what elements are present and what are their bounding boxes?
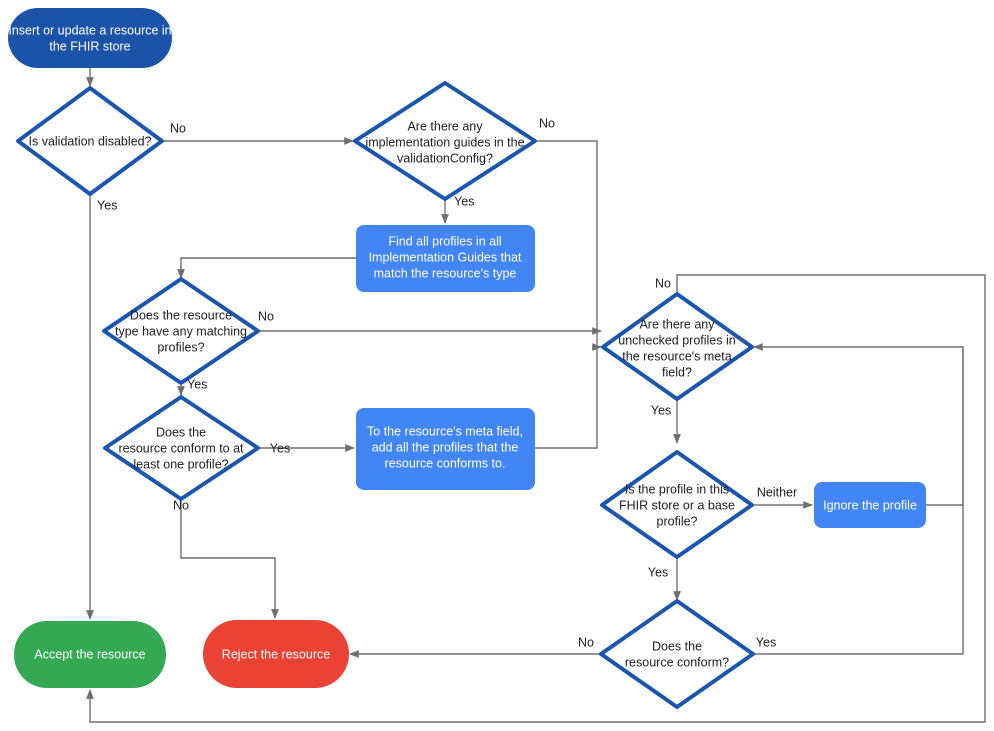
edge-label-conform-one-yes: Yes	[270, 441, 290, 455]
node-add-profiles-meta-line-1: To the resource's meta field,	[367, 424, 523, 438]
node-start-line-1: Insert or update a resource in	[8, 23, 171, 37]
edge-ignore-to-unchecked	[753, 343, 964, 506]
node-unchecked-profiles-shape	[601, 292, 754, 401]
node-implementation-guides-shape	[353, 81, 537, 201]
edge-label-validation-yes: Yes	[97, 198, 117, 212]
node-ignore-profile[interactable]: Ignore the profile	[814, 482, 926, 528]
node-validation-disabled-shape	[16, 86, 164, 196]
node-find-profiles-line-3: match the resource's type	[374, 266, 517, 280]
edge-label-unchecked-yes: Yes	[651, 403, 671, 417]
node-find-profiles-shape	[356, 225, 535, 292]
edge-label-profile-in-store-yes: Yes	[648, 565, 668, 579]
node-matching-profiles-line-3: profiles?	[157, 340, 204, 354]
edge-label-validation-no: No	[170, 121, 186, 135]
node-implementation-guides-line-3: validationConfig?	[397, 151, 493, 165]
node-start-shape	[8, 8, 172, 68]
node-validation-disabled[interactable]: Is validation disabled?	[16, 86, 164, 196]
node-add-profiles-meta-line-2: add all the profiles that the	[372, 440, 519, 454]
node-accept-label: Accept the resource	[34, 647, 145, 661]
node-matching-profiles-line-2: type have any matching	[115, 324, 247, 338]
node-unchecked-profiles-line-2: unchecked profiles in	[618, 333, 735, 347]
edge-label-unchecked-no: No	[655, 276, 671, 290]
node-reject-label: Reject the resource	[222, 647, 330, 661]
node-validation-disabled-line-1: Is validation disabled?	[29, 134, 152, 148]
node-add-profiles-meta[interactable]: To the resource's meta field, add all th…	[356, 408, 535, 490]
node-implementation-guides-line-1: Are there any	[407, 119, 483, 133]
node-conform-one-profile-shape	[103, 395, 260, 501]
node-ignore-profile-line-1: Ignore the profile	[823, 498, 917, 512]
node-matching-profiles-shape	[102, 277, 260, 385]
node-ignore-profile-shape	[814, 482, 926, 528]
edge-find-profiles-to-matching	[177, 257, 356, 279]
node-conform-one-profile-line-2: resource conform to at	[118, 441, 244, 455]
node-implementation-guides-line-2: implementation guides in the	[365, 135, 524, 149]
node-reject-shape	[203, 620, 349, 688]
edge-label-conform-one-no: No	[173, 498, 189, 512]
edge-guides-no-to-unchecked	[537, 140, 602, 351]
edge-resource-conform-yes-to-unchecked	[753, 347, 964, 655]
node-unchecked-profiles[interactable]: Are there any unchecked profiles in the …	[601, 292, 754, 401]
node-resource-conform-shape	[599, 599, 755, 709]
node-resource-conform-line-1: Does the	[652, 639, 702, 653]
edge-unchecked-no-to-accept	[86, 274, 986, 723]
edge-label-resource-conform-no: No	[578, 635, 594, 649]
edges-group	[86, 68, 986, 723]
node-conform-one-profile-line-3: least one profile?	[133, 457, 228, 471]
node-accept[interactable]: Accept the resource	[14, 621, 166, 688]
node-profile-in-store-line-1: Is the profile in this	[625, 482, 729, 496]
node-resource-conform[interactable]: Does the resource conform?	[599, 599, 755, 709]
node-find-profiles-line-2: Implementation Guides that	[369, 250, 522, 264]
node-conform-one-profile-line-1: Does the	[156, 425, 206, 439]
edge-add-meta-to-unchecked	[535, 347, 598, 449]
edge-label-guides-no: No	[539, 116, 555, 130]
node-accept-shape	[14, 621, 166, 688]
node-find-profiles[interactable]: Find all profiles in all Implementation …	[356, 225, 535, 292]
node-start[interactable]: Insert or update a resource in the FHIR …	[8, 8, 172, 68]
node-matching-profiles-line-1: Does the resource	[130, 308, 232, 322]
node-add-profiles-meta-line-3: resource conforms to.	[385, 456, 506, 470]
edge-label-matching-yes: Yes	[187, 377, 207, 391]
edge-labels-group: No Yes No Yes No Yes Yes No No Yes Neith…	[97, 116, 797, 649]
node-conform-one-profile[interactable]: Does the resource conform to at least on…	[103, 395, 260, 501]
node-add-profiles-meta-shape	[356, 408, 535, 490]
node-resource-conform-line-2: resource conform?	[625, 655, 729, 669]
node-unchecked-profiles-line-1: Are there any	[639, 317, 715, 331]
edge-conform-one-no-to-reject	[180, 500, 279, 619]
node-reject[interactable]: Reject the resource	[203, 620, 349, 688]
edge-label-matching-no: No	[258, 309, 274, 323]
node-start-line-2: the FHIR store	[49, 39, 130, 53]
node-profile-in-store-line-2: FHIR store or a base	[619, 498, 735, 512]
node-matching-profiles[interactable]: Does the resource type have any matching…	[102, 277, 260, 385]
node-implementation-guides[interactable]: Are there any implementation guides in t…	[353, 81, 537, 201]
node-find-profiles-line-1: Find all profiles in all	[388, 234, 501, 248]
node-unchecked-profiles-line-4: field?	[662, 365, 692, 379]
node-profile-in-store[interactable]: Is the profile in this FHIR store or a b…	[600, 450, 754, 559]
node-profile-in-store-line-3: profile?	[657, 514, 698, 528]
edge-label-resource-conform-yes: Yes	[756, 635, 776, 649]
node-profile-in-store-shape	[600, 450, 754, 559]
node-unchecked-profiles-line-3: the resource's meta	[622, 349, 731, 363]
edge-label-guides-yes: Yes	[454, 194, 474, 208]
edge-label-profile-in-store-neither: Neither	[757, 485, 797, 499]
